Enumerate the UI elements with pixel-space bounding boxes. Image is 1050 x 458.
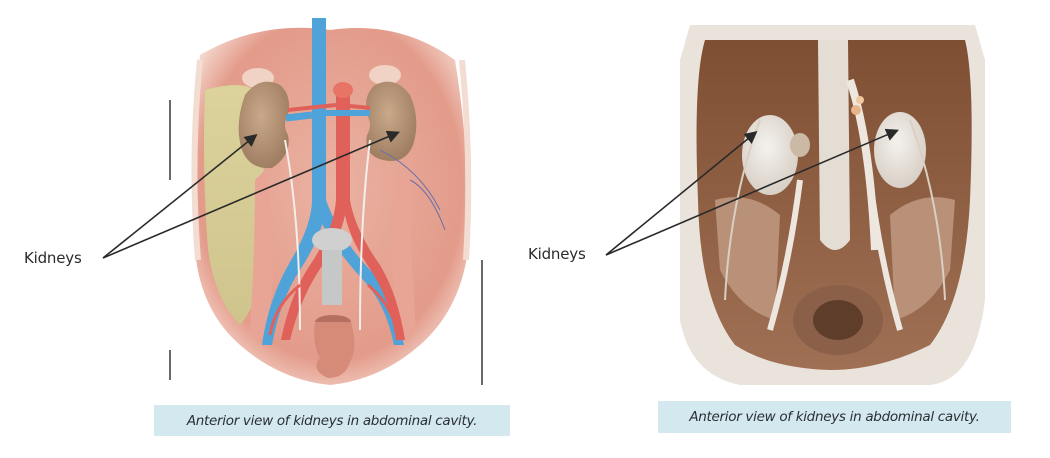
cadaver-photograph [680, 25, 985, 385]
cadaver-caption: Anterior view of kidneys in abdominal ca… [658, 401, 1011, 433]
illustration-caption: Anterior view of kidneys in abdominal ca… [154, 405, 510, 436]
kidneys-label: Kidneys [24, 249, 82, 267]
frame-line-left-bottom [169, 350, 171, 380]
kidneys-label: Kidneys [528, 245, 586, 263]
kidneys-pointer-arrows [605, 128, 899, 256]
frame-line-right [481, 260, 483, 385]
